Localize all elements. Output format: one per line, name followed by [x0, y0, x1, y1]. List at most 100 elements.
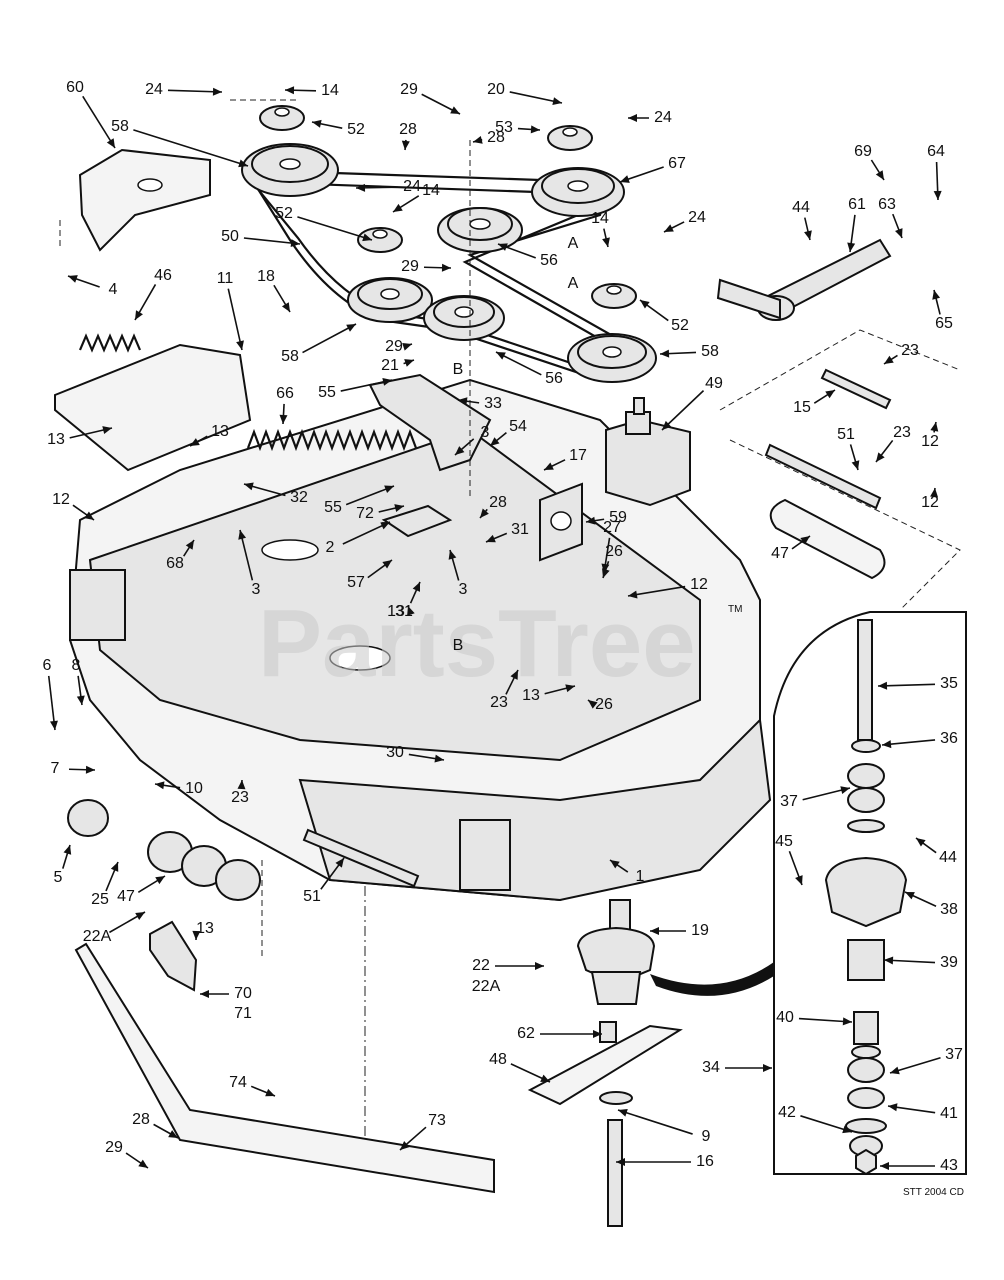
arrowhead-52 [312, 119, 322, 128]
callout-46: 46 [154, 267, 172, 284]
arrowhead-13 [192, 930, 201, 940]
callout-51: 51 [837, 426, 855, 443]
callout-66: 66 [276, 385, 294, 402]
callout-61: 61 [848, 196, 866, 213]
arrowhead-73 [400, 1141, 410, 1150]
callout-12: 12 [921, 433, 939, 450]
callout-62: 62 [517, 1025, 535, 1042]
arrowhead-5 [63, 845, 72, 855]
arrowhead-12 [930, 488, 939, 498]
callout-33: 33 [484, 395, 502, 412]
watermark: PartsTree [258, 590, 696, 697]
leader-9 [617, 1109, 693, 1135]
arrowhead-70 [200, 990, 209, 998]
callout-28: 28 [487, 129, 505, 146]
arrowhead-20 [552, 97, 562, 106]
arrowhead-14 [602, 237, 610, 247]
callout-22: 22 [472, 957, 490, 974]
arrowhead-42 [842, 1125, 852, 1134]
bracket-70 [149, 920, 198, 992]
arrowhead-14 [393, 203, 403, 212]
arrowhead-24 [356, 183, 366, 192]
arrowhead-28 [168, 1130, 178, 1138]
callout-56: 56 [545, 370, 563, 387]
arrowhead-38 [905, 892, 915, 900]
arrowhead-55 [382, 377, 392, 386]
callout-24: 24 [403, 178, 421, 195]
arrowhead-25 [110, 862, 119, 872]
callout-A: A [568, 235, 579, 252]
pulley-58-center [347, 277, 433, 323]
arrowhead-61 [847, 242, 856, 252]
pulley-58-right [567, 333, 657, 383]
bracket-72 [381, 504, 453, 538]
arrowhead-55 [384, 485, 394, 493]
leader-50 [243, 237, 301, 245]
arrowhead-4 [68, 275, 78, 283]
callout-B: B [453, 637, 464, 654]
arrowhead-10 [155, 781, 165, 790]
callout-31: 31 [395, 603, 413, 620]
callout-68: 68 [166, 555, 184, 572]
callout-17: 17 [569, 447, 587, 464]
callout-24: 24 [654, 109, 672, 126]
arrowhead-47 [155, 876, 165, 885]
callout-38: 38 [940, 901, 958, 918]
idler-52-b [357, 227, 403, 253]
idler-arm [368, 373, 492, 472]
arrowhead-29 [138, 1159, 148, 1168]
arrowhead-59 [586, 516, 596, 525]
arrowhead-54 [490, 437, 500, 446]
callout-24: 24 [688, 209, 706, 226]
callout-51: 51 [303, 888, 321, 905]
callout-47: 47 [771, 545, 789, 562]
arrowhead-29 [450, 106, 460, 114]
callout-7: 7 [51, 760, 60, 777]
arrowhead-58 [346, 324, 356, 332]
callout-12: 12 [52, 491, 70, 508]
callout-32: 32 [290, 489, 308, 506]
callout-31: 31 [511, 521, 529, 538]
arrowhead-27 [601, 563, 610, 573]
callout-10: 10 [185, 780, 203, 797]
callout-13: 13 [196, 920, 214, 937]
arrowhead-36 [882, 740, 892, 749]
arrowhead-45 [795, 875, 803, 885]
arrowhead-52 [640, 300, 650, 309]
callout-2: 2 [326, 539, 335, 556]
callout-22A: 22A [83, 928, 112, 945]
callout-70: 70 [234, 985, 252, 1002]
arrowhead-63 [895, 228, 903, 238]
callout-40: 40 [776, 1009, 794, 1026]
callout-42: 42 [778, 1104, 796, 1121]
callout-23: 23 [901, 342, 919, 359]
arrowhead-50 [290, 239, 300, 248]
callout-9: 9 [702, 1128, 711, 1145]
callout-13: 13 [47, 431, 65, 448]
arrowhead-13 [102, 426, 112, 434]
callout-29: 29 [385, 338, 403, 355]
arrowhead-8 [76, 695, 85, 705]
callout-37: 37 [780, 793, 798, 810]
callout-8: 8 [72, 657, 81, 674]
callout-65: 65 [935, 315, 953, 332]
arrowhead-17 [544, 462, 554, 470]
callout-29: 29 [105, 1139, 123, 1156]
callout-73: 73 [428, 1112, 446, 1129]
arrowhead-47 [800, 536, 810, 545]
arrowhead-37 [840, 786, 850, 795]
callout-1: 1 [636, 868, 645, 885]
callout-29: 29 [401, 258, 419, 275]
roller-47-large [769, 498, 886, 580]
callout-34: 34 [702, 1059, 720, 1076]
arrowhead-58 [660, 349, 670, 358]
pulley-58-left [241, 143, 339, 197]
callout-52: 52 [347, 121, 365, 138]
arrowhead-21 [404, 359, 414, 367]
leader-58 [133, 129, 249, 167]
idler-53 [547, 125, 593, 151]
arrowhead-23 [510, 670, 518, 680]
callout-23: 23 [893, 424, 911, 441]
